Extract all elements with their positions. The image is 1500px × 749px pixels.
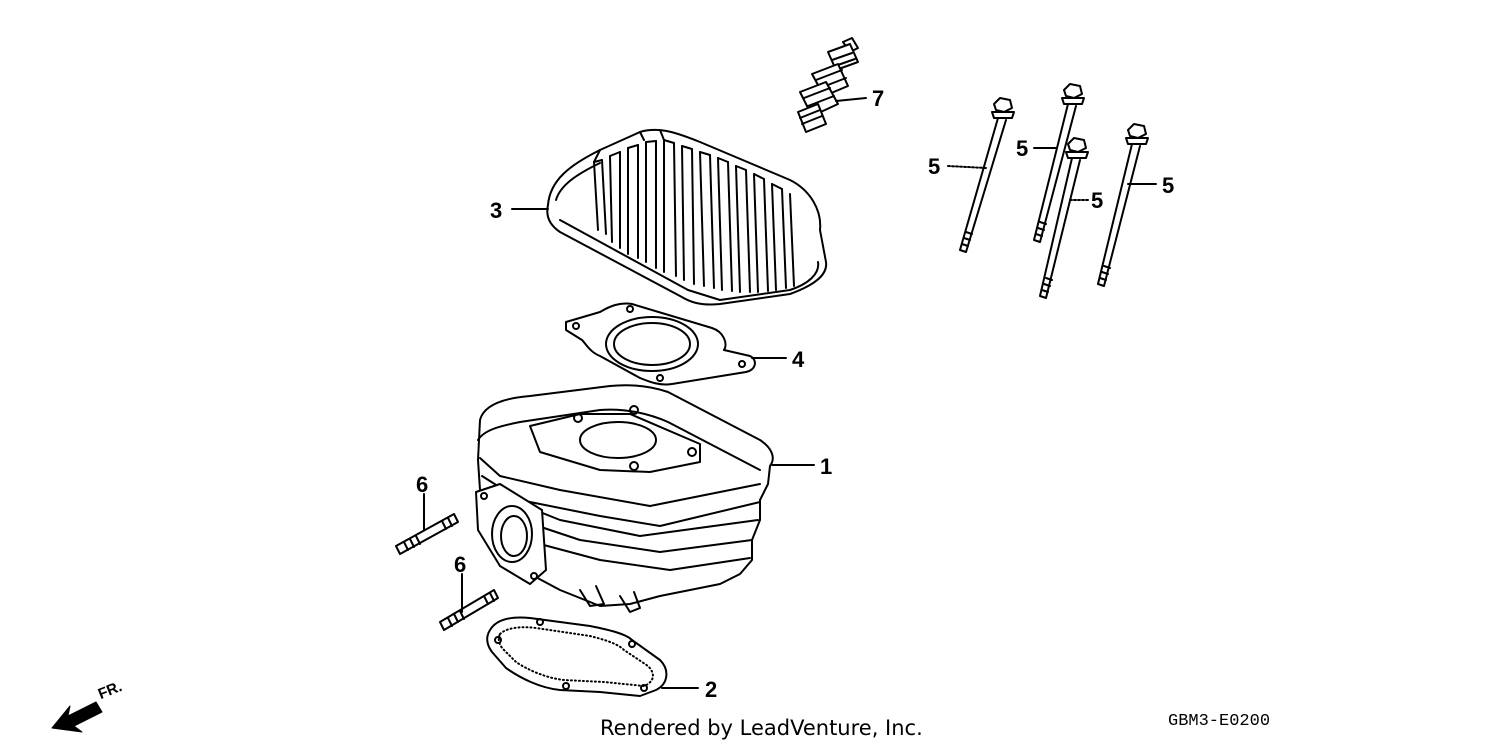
callout-2: 2 xyxy=(705,677,717,702)
callout-6a: 6 xyxy=(416,472,428,497)
exhaust-port xyxy=(475,483,547,585)
stud-bolt-part-lower[interactable] xyxy=(439,589,499,631)
cylinder-head-part[interactable] xyxy=(546,128,828,306)
callout-7: 7 xyxy=(872,86,884,111)
leader-line-7 xyxy=(835,97,867,102)
head-bolt-part-4[interactable] xyxy=(1097,123,1149,287)
callout-3: 3 xyxy=(490,198,502,223)
callout-1: 1 xyxy=(820,454,832,479)
callout-5c: 5 xyxy=(1091,188,1103,213)
cylinder-head-gasket-part[interactable] xyxy=(565,302,756,386)
head-bolt-part-2[interactable] xyxy=(1033,83,1085,243)
callout-5a: 5 xyxy=(928,154,940,179)
cylinder-part[interactable] xyxy=(475,384,774,613)
cylinder-head-fins xyxy=(593,129,795,293)
head-bolt-part-1[interactable] xyxy=(959,97,1015,253)
callout-6b: 6 xyxy=(454,552,466,577)
head-bolt-part-3[interactable] xyxy=(1039,137,1089,299)
callout-5d: 5 xyxy=(1162,173,1174,198)
callout-5b: 5 xyxy=(1016,136,1028,161)
callout-4: 4 xyxy=(792,347,805,372)
stud-bolt-part-upper[interactable] xyxy=(395,513,459,555)
front-arrow-icon xyxy=(51,701,103,733)
leader-line-5a xyxy=(947,165,987,169)
render-credit: Rendered by LeadVenture, Inc. xyxy=(600,716,923,740)
spark-plug-part[interactable] xyxy=(797,37,859,133)
diagram-code: GBM3-E0200 xyxy=(1168,712,1271,731)
cylinder-base-gasket-part[interactable] xyxy=(486,616,668,697)
